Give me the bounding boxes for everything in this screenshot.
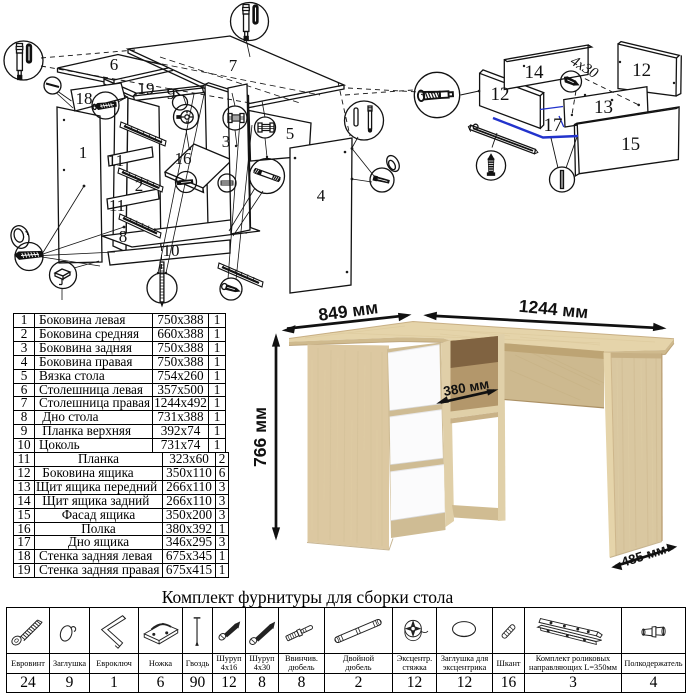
svg-text:11: 11 xyxy=(108,151,124,170)
svg-text:9: 9 xyxy=(167,84,176,103)
svg-text:1: 1 xyxy=(79,143,88,162)
svg-text:2: 2 xyxy=(135,176,144,195)
svg-text:16: 16 xyxy=(175,149,192,168)
svg-text:11: 11 xyxy=(109,196,125,215)
svg-text:3: 3 xyxy=(222,132,231,151)
svg-text:13: 13 xyxy=(594,97,613,118)
svg-text:15: 15 xyxy=(621,134,640,155)
svg-text:12: 12 xyxy=(632,60,651,81)
svg-text:12: 12 xyxy=(491,84,510,105)
svg-text:4: 4 xyxy=(317,186,326,205)
svg-text:7: 7 xyxy=(229,56,238,75)
svg-text:14: 14 xyxy=(525,62,545,83)
svg-text:6: 6 xyxy=(110,55,119,74)
svg-text:8: 8 xyxy=(119,227,128,246)
svg-text:5: 5 xyxy=(286,124,295,143)
svg-text:19: 19 xyxy=(138,79,155,98)
svg-text:1244 мм: 1244 мм xyxy=(518,296,589,323)
svg-text:10: 10 xyxy=(163,241,180,260)
svg-text:17: 17 xyxy=(544,115,563,136)
svg-text:18: 18 xyxy=(76,89,93,108)
svg-text:766 мм: 766 мм xyxy=(250,407,270,467)
